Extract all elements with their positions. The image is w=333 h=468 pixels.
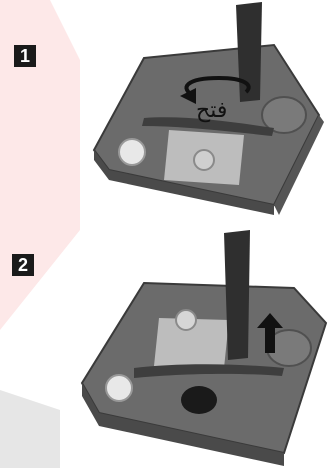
step-1-rotation-label: فتح xyxy=(196,98,227,123)
step-2-illustration xyxy=(64,228,333,468)
step-1-badge: 1 xyxy=(14,45,36,67)
step-2-badge: 2 xyxy=(12,254,34,276)
